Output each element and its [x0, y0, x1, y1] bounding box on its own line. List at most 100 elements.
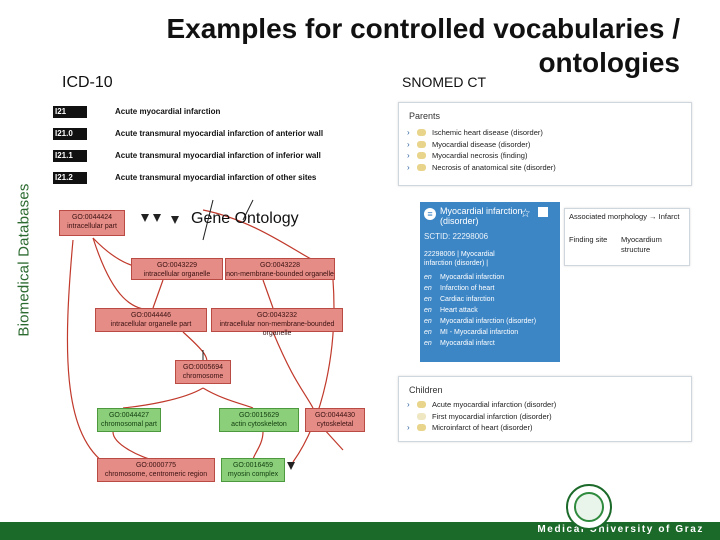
side-section-label: Biomedical Databases [0, 0, 48, 540]
go-node-id: GO:0000775 [135, 462, 177, 469]
go-node-label: non-membrane-bounded organelle [226, 271, 334, 278]
disorder-icon [417, 129, 426, 136]
list-item[interactable]: › Myocardial disease (disorder) [407, 139, 556, 151]
chevron-right-icon[interactable]: › [407, 151, 410, 160]
go-node[interactable]: GO:0000775 chromosome, centromeric regio… [97, 458, 215, 482]
university-seal-inner [574, 492, 604, 522]
go-node-label: myosin complex [227, 471, 279, 478]
concept-sctid: SCTID: 22298006 [424, 232, 489, 241]
snomed-children-panel: Children ›Acute myocardial infarction (d… [398, 376, 692, 442]
concept-name: Myocardial infarction (disorder) [440, 206, 523, 226]
chevron-right-icon[interactable]: › [407, 139, 410, 149]
chevron-right-icon[interactable]: › [407, 400, 410, 409]
lang-code: en [424, 274, 432, 281]
go-node[interactable]: GO:0044427 chromosomal part [97, 408, 161, 432]
go-node[interactable]: GO:0044446 intracellular organelle part [95, 308, 207, 332]
table-row[interactable]: I21.1 Acute transmural myocardial infarc… [53, 148, 363, 166]
disorder-icon [417, 140, 426, 148]
go-node-label: actin cytoskeleton [231, 421, 287, 428]
list-item[interactable]: › Microinfarct of heart (disorder) [407, 422, 556, 434]
chevron-right-icon[interactable]: › [407, 423, 410, 432]
lang-code: en [424, 296, 432, 303]
go-node[interactable]: GO:0043229 intracellular organelle [131, 258, 223, 280]
synonym-term: Myocardial infarction (disorder) [440, 318, 537, 325]
list-item[interactable]: › Ischemic heart disease (disorder) [407, 127, 556, 139]
associated-morphology: Associated morphology → Infarct [569, 212, 680, 221]
go-node-label: intracellular non-membrane-bounded organ… [219, 321, 335, 337]
footer-university: Medical University of Graz [537, 524, 704, 535]
icd-description: Acute myocardial infarction [115, 107, 221, 116]
child-label: Microinfarct of heart (disorder) [432, 423, 533, 432]
icd-description: Acute transmural myocardial infarction o… [115, 151, 321, 160]
go-node[interactable]: GO:0044424 intracellular part [59, 210, 125, 236]
gene-ontology-graph: Gene Ontology GO:0044424 intracellular p… [53, 199, 365, 490]
chevron-right-icon[interactable]: › [407, 162, 410, 172]
snomed-attributes: Associated morphology → Infarct Finding … [562, 202, 690, 362]
footer-bar: Medical University of Graz [0, 522, 720, 540]
go-node-id: GO:0044424 [71, 214, 113, 221]
child-label: First myocardial infarction (disorder) [432, 411, 552, 421]
go-node[interactable]: GO:0043232 intracellular non-membrane-bo… [211, 308, 343, 337]
icd-code: I21.2 [53, 172, 87, 184]
go-edges [66, 199, 344, 470]
go-node-label: cytoskeletal [316, 421, 354, 428]
go-node-label: chromosome, centromeric region [104, 471, 208, 478]
concept-fsn: 22298006 | Myocardial infarction (disord… [424, 251, 495, 267]
go-node[interactable]: GO:0043228 non-membrane-bounded organell… [225, 258, 335, 280]
icd-label: ICD-10 [62, 74, 113, 91]
parent-label: Ischemic heart disease (disorder) [432, 128, 543, 137]
disorder-icon [417, 401, 426, 408]
parent-label: Myocardial necrosis (finding) [432, 151, 528, 160]
icd-description: Acute transmural myocardial infarction o… [115, 173, 317, 182]
go-node-label: intracellular organelle [143, 271, 211, 278]
snomed-concept-card: ≡ Myocardial infarction (disorder) ☆ SCT… [420, 202, 560, 362]
go-node[interactable]: GO:0015629 actin cytoskeleton [219, 408, 299, 432]
go-node[interactable]: GO:0016459 myosin complex [221, 458, 285, 482]
synonym-term: Myocardial infarction [440, 274, 505, 281]
attributes-box: Associated morphology → Infarct Finding … [564, 208, 690, 266]
finding-site-label: Finding site [569, 235, 608, 244]
snomed-label: SNOMED CT [402, 74, 486, 90]
table-row[interactable]: I21 Acute myocardial infarction [53, 104, 363, 122]
slide-title: Examples for controlled vocabularies / o… [166, 13, 680, 78]
lang-code: en [424, 285, 432, 292]
go-node-label: chromosomal part [100, 421, 158, 428]
go-label: Gene Ontology [191, 210, 299, 227]
parent-label: Myocardial disease (disorder) [432, 139, 531, 149]
go-node[interactable]: GO:0005694 chromosome [175, 360, 231, 384]
icd10-table: I21 Acute myocardial infarction I21.0 Ac… [53, 104, 363, 188]
chevron-right-icon[interactable]: › [407, 128, 410, 137]
icd-code: I21.1 [53, 150, 87, 162]
synonym-term: Heart attack [440, 307, 478, 314]
finding-icon [417, 152, 426, 159]
parent-label: Necrosis of anatomical site (disorder) [432, 162, 556, 172]
go-node-id: GO:0043229 [156, 262, 198, 269]
go-node-id: GO:0044446 [130, 312, 172, 319]
snomed-parents-panel: Parents › Ischemic heart disease (disorde… [398, 102, 692, 186]
go-node-id: GO:0043228 [259, 262, 301, 269]
parents-heading: Parents [409, 111, 441, 121]
go-node-id: GO:0005694 [182, 364, 224, 371]
go-node[interactable]: GO:0044430 cytoskeletal [305, 408, 365, 432]
side-label-text: Biomedical Databases [15, 183, 33, 337]
lang-code: en [424, 340, 432, 347]
lang-code: en [424, 329, 432, 336]
children-heading: Children [409, 385, 443, 395]
person-icon[interactable] [538, 207, 548, 217]
go-node-id: GO:0043232 [256, 312, 298, 319]
list-item[interactable]: › Myocardial necrosis (finding) [407, 150, 556, 162]
go-node-label: intracellular organelle part [110, 321, 192, 328]
list-item[interactable]: First myocardial infarction (disorder) [407, 411, 556, 423]
table-row[interactable]: I21.2 Acute transmural myocardial infarc… [53, 170, 363, 188]
table-row[interactable]: I21.0 Acute transmural myocardial infarc… [53, 126, 363, 144]
list-item[interactable]: ›Acute myocardial infarction (disorder) [407, 399, 556, 411]
star-icon[interactable]: ☆ [520, 206, 531, 220]
icd-description: Acute transmural myocardial infarction o… [115, 129, 324, 138]
list-item[interactable]: › Necrosis of anatomical site (disorder) [407, 162, 556, 174]
list-item: en Myocardial infarction [424, 272, 536, 283]
disorder-icon [417, 424, 426, 431]
